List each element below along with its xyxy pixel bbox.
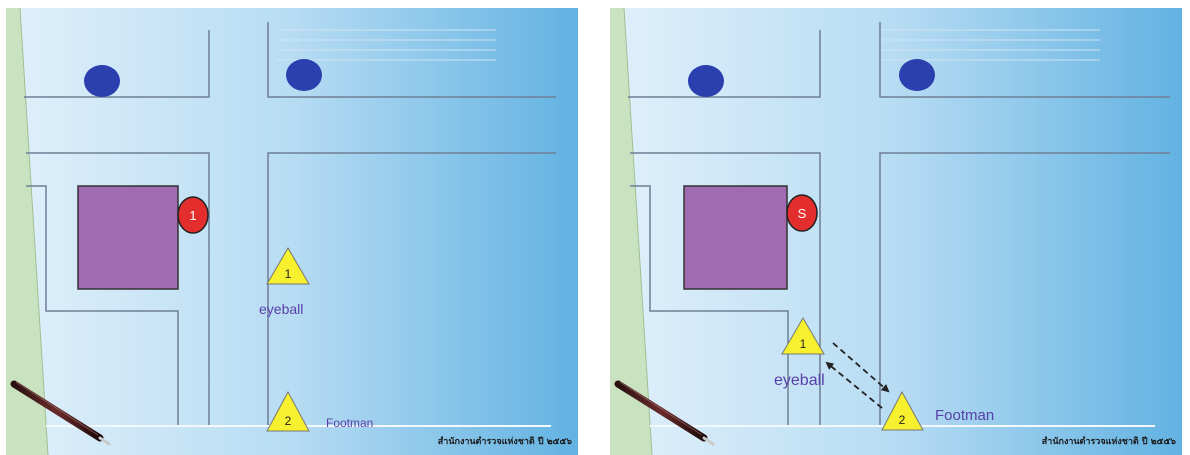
footman-caption: Footman bbox=[326, 416, 373, 430]
margin-strip bbox=[610, 8, 652, 455]
blue-dot-2 bbox=[286, 59, 322, 91]
pen-image bbox=[10, 380, 111, 446]
suspect-label: 1 bbox=[189, 208, 196, 223]
surveillance-diagram-left: 1 1 eyeball 2 Footman สำนักงานตำรวจแห่งช… bbox=[6, 8, 578, 455]
signal-arrow-to-eyeball bbox=[825, 361, 883, 409]
observer-marker-2: 2 bbox=[266, 390, 310, 432]
blue-dot-2 bbox=[899, 59, 935, 91]
building bbox=[77, 185, 179, 290]
observer-number-1: 1 bbox=[285, 267, 292, 281]
margin-strip bbox=[6, 8, 48, 455]
street-map bbox=[24, 22, 556, 426]
suspect-marker: 1 bbox=[177, 196, 209, 234]
observer-number-2: 2 bbox=[899, 413, 906, 427]
observer-number-2: 2 bbox=[285, 414, 292, 428]
observer-marker-1: 1 bbox=[781, 317, 825, 355]
scene-svg: S 1 eyeball 2 Footman สำนักงานตำรวจแห่งช… bbox=[610, 8, 1182, 455]
suspect-marker: S bbox=[786, 194, 818, 232]
scene-svg: 1 1 eyeball 2 Footman สำนักงานตำรวจแห่งช… bbox=[6, 8, 578, 455]
blue-dot-1 bbox=[84, 65, 120, 97]
footer-text: สำนักงานตำรวจแห่งชาติ ปี ๒๕๕๖ bbox=[438, 436, 572, 447]
margin-edge bbox=[19, 8, 49, 455]
blue-dot-1 bbox=[688, 65, 724, 97]
surveillance-diagram-right: S 1 eyeball 2 Footman สำนักงานตำรวจแห่งช… bbox=[610, 8, 1182, 455]
signal-arrows bbox=[825, 342, 890, 409]
observer-marker-1: 1 bbox=[266, 247, 310, 285]
building bbox=[683, 185, 788, 290]
suspect-label: S bbox=[798, 206, 807, 221]
eyeball-caption: eyeball bbox=[774, 372, 825, 389]
header-faint-lines bbox=[276, 29, 496, 61]
margin-edge bbox=[623, 8, 653, 455]
signal-arrow-to-footman bbox=[832, 342, 890, 393]
footer-text: สำนักงานตำรวจแห่งชาติ ปี ๒๕๕๖ bbox=[1042, 436, 1176, 447]
pen-image bbox=[614, 380, 715, 446]
eyeball-caption: eyeball bbox=[259, 301, 303, 317]
observer-number-1: 1 bbox=[800, 337, 807, 351]
observer-marker-2: 2 bbox=[881, 390, 924, 431]
footman-caption: Footman bbox=[935, 407, 994, 424]
